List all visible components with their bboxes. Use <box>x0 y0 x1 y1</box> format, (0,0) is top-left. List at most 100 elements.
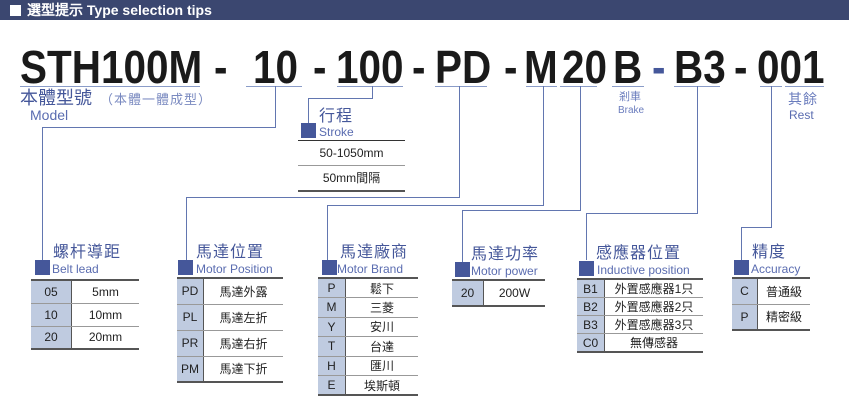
value-cell: 匯川 <box>345 356 418 376</box>
code-cell: B2 <box>577 297 605 316</box>
code-dash: - <box>652 41 666 93</box>
value-cell: 普通級 <box>757 278 810 305</box>
stroke-label-zh: 行程 <box>319 108 354 125</box>
model-note: （本體一體成型） <box>100 92 213 107</box>
code-cell: 20 <box>452 280 484 307</box>
code-dash: - <box>734 41 748 93</box>
stroke-label-en: Stroke <box>319 125 354 139</box>
code-stroke: 100 <box>336 41 404 93</box>
value-cell: 三菱 <box>345 297 418 318</box>
code-dash-lead: 10 <box>253 41 299 93</box>
underline <box>337 86 403 87</box>
acc-label-en: Accuracy <box>751 262 801 276</box>
code-dash: - <box>504 41 518 93</box>
value-cell: 外置感應器1只 <box>604 279 703 298</box>
code-dash: - <box>412 41 426 93</box>
rest-label-zh: 其餘 <box>788 91 818 107</box>
underline <box>526 86 557 87</box>
connector <box>327 205 544 206</box>
brand-label-en: Motor Brand <box>337 262 404 276</box>
lead-marker-icon <box>35 260 50 275</box>
value-cell: 外置感應器2只 <box>604 297 703 316</box>
brake-label-en: Brake <box>618 105 645 116</box>
code-cell: Y <box>318 317 346 337</box>
connector <box>186 197 187 260</box>
stroke-marker-icon <box>301 123 316 138</box>
code-cell: PD <box>177 278 204 305</box>
code-cell: PR <box>177 330 204 357</box>
connector <box>186 197 460 198</box>
value-cell: 外置感應器3只 <box>604 315 703 334</box>
underline <box>612 86 644 87</box>
connector <box>586 213 587 260</box>
code-cell: 10 <box>31 303 72 327</box>
connector <box>327 205 328 260</box>
code-cell: PM <box>177 356 204 383</box>
code-cell: P <box>318 278 346 298</box>
connector <box>42 127 276 128</box>
code-cell: H <box>318 356 346 376</box>
value-cell: 50mm間隔 <box>298 165 405 192</box>
connector <box>308 98 373 99</box>
value-cell: 台達 <box>345 336 418 357</box>
code-cell: C0 <box>577 333 605 353</box>
code-power: 20 <box>562 41 608 93</box>
value-cell: 埃斯頓 <box>345 375 418 396</box>
code-cell: T <box>318 336 346 357</box>
value-cell: 5mm <box>71 280 139 304</box>
code-cell: B3 <box>577 315 605 334</box>
brake-label-zh: 剎車 <box>619 91 641 103</box>
value-cell: 無傳感器 <box>604 333 703 353</box>
connector <box>372 86 373 98</box>
lead-label-zh: 螺杆導距 <box>53 244 122 261</box>
power-label-zh: 馬達功率 <box>471 246 540 263</box>
pos-marker-icon <box>178 260 193 275</box>
code-dash: - <box>313 41 327 93</box>
connector <box>586 213 698 214</box>
value-cell: 馬達左折 <box>203 304 283 331</box>
sensor-label-zh: 感應器位置 <box>596 245 682 262</box>
code-cell: PL <box>177 304 204 331</box>
code-cell: M <box>318 297 346 318</box>
underline <box>785 86 824 87</box>
connector <box>697 86 698 213</box>
code-cell: 20 <box>31 326 72 350</box>
value-cell: 馬達下折 <box>203 356 283 383</box>
value-cell: 20mm <box>71 326 139 350</box>
code-rest: 001 <box>757 41 825 93</box>
value-cell: 10mm <box>71 303 139 327</box>
code-cell: P <box>732 304 758 331</box>
value-cell: 鬆下 <box>345 278 418 298</box>
power-marker-icon <box>455 262 470 277</box>
connector <box>462 210 463 262</box>
acc-marker-icon <box>734 260 749 275</box>
rest-label-en: Rest <box>789 108 814 122</box>
code-dash: - <box>214 41 228 93</box>
value-cell: 200W <box>483 280 545 307</box>
sensor-label-en: Inductive position <box>597 263 690 277</box>
value-cell: 精密級 <box>757 304 810 331</box>
brand-label-zh: 馬達廠商 <box>340 244 409 261</box>
section-header: 選型提示 Type selection tips <box>0 0 849 20</box>
lead-label-en: Belt lead <box>52 262 99 276</box>
connector <box>543 86 544 205</box>
connector <box>42 127 43 260</box>
underline <box>20 86 200 87</box>
